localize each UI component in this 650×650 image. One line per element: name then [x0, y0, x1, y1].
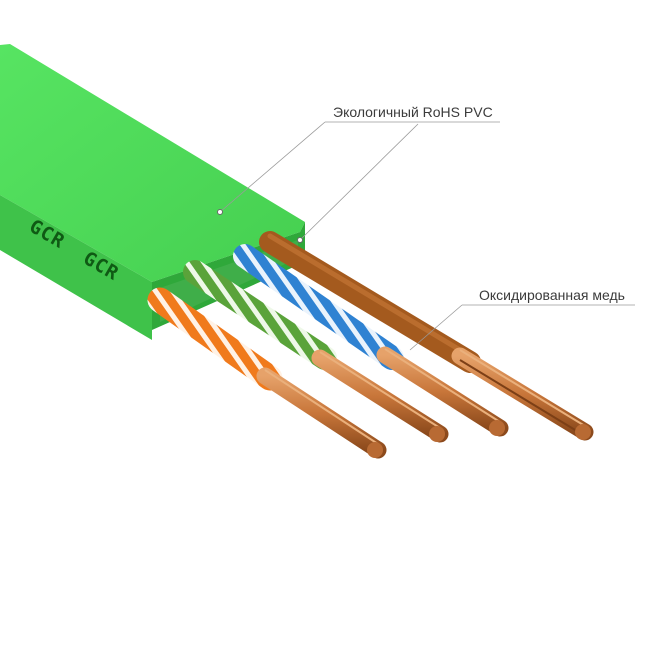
cable-jacket-side — [0, 195, 152, 340]
blue-white-conductor — [233, 244, 509, 437]
orange-white-conductor — [147, 287, 387, 459]
brown-conductor — [259, 231, 594, 441]
conductor-label: Оксидированная медь — [479, 287, 625, 303]
insulation-callout: Экологичный RoHS PVC — [217, 104, 500, 243]
cable-jacket-top — [0, 44, 305, 282]
conductor-callout: Оксидированная медь — [409, 287, 635, 351]
insulation-label: Экологичный RoHS PVC — [333, 104, 493, 120]
green-white-conductor — [183, 260, 449, 443]
